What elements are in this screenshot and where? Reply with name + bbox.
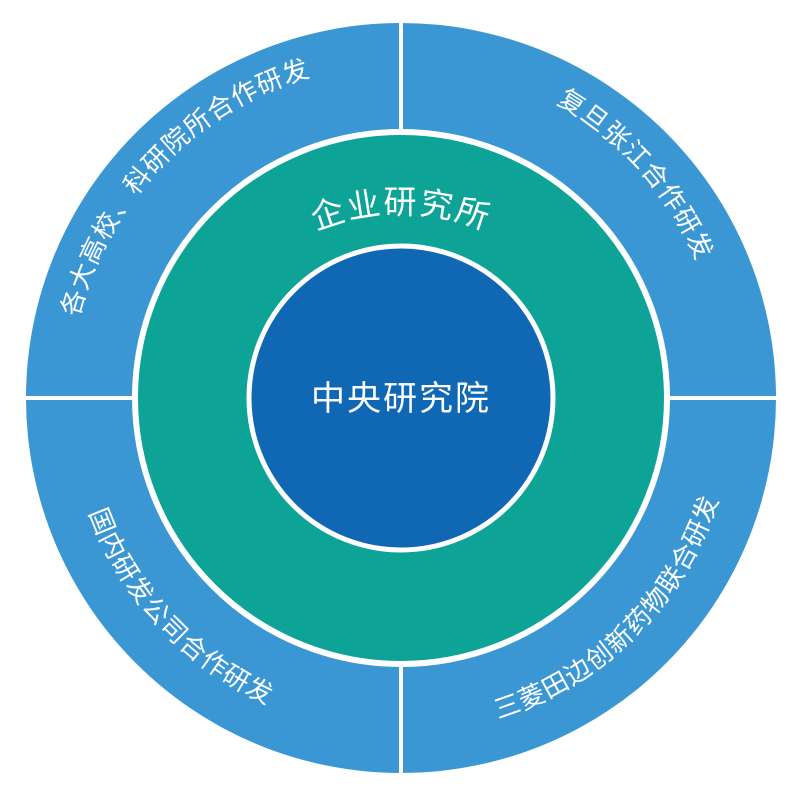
center-circle <box>246 243 556 553</box>
center-label: 中央研究院 <box>311 379 491 419</box>
